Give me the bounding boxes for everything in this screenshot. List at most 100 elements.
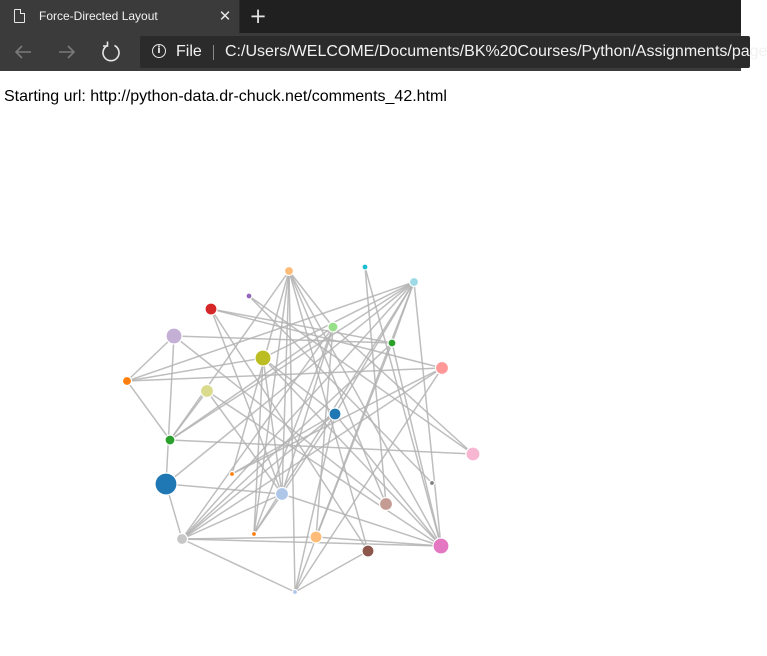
graph-link <box>364 266 442 547</box>
graph-node[interactable] <box>164 434 176 446</box>
graph-link <box>294 413 336 593</box>
graph-link <box>288 270 442 547</box>
graph-node[interactable] <box>387 338 397 348</box>
graph-node[interactable] <box>361 263 369 271</box>
tab-force-directed-layout[interactable]: Force-Directed Layout ✕ <box>0 0 240 33</box>
graph-link <box>253 326 334 535</box>
graph-link <box>126 335 175 382</box>
graph-link <box>262 357 442 547</box>
graph-link <box>165 281 415 485</box>
graph-link <box>248 295 474 455</box>
address-url[interactable]: C:/Users/WELCOME/Documents/BK%20Courses/… <box>225 43 767 60</box>
graph-node[interactable] <box>245 292 253 300</box>
refresh-button[interactable] <box>97 38 125 66</box>
graph-link <box>294 550 369 593</box>
graph-link <box>253 357 264 535</box>
graph-link <box>181 538 442 547</box>
tab-bar: Force-Directed Layout ✕ + <box>0 0 741 33</box>
address-bar[interactable]: i File C:/Users/WELCOME/Documents/BK%20C… <box>140 36 767 68</box>
graph-node[interactable] <box>309 530 323 544</box>
graph-link <box>210 308 369 552</box>
graph-link <box>288 270 369 552</box>
graph-link <box>210 308 393 344</box>
graph-link <box>181 281 415 540</box>
graph-link <box>165 335 175 485</box>
graph-nodes <box>121 263 481 596</box>
graph-link <box>294 367 443 593</box>
back-arrow-icon <box>14 45 31 59</box>
graph-link <box>391 342 442 547</box>
graph-link <box>181 536 317 540</box>
graph-node[interactable] <box>434 360 450 376</box>
graph-link <box>332 326 474 455</box>
starting-url-text: Starting url: http://python-data.dr-chuc… <box>4 88 447 105</box>
back-button[interactable] <box>9 38 37 66</box>
graph-link <box>262 357 336 415</box>
graph-link <box>231 270 290 475</box>
graph-links <box>126 266 474 593</box>
graph-link <box>181 326 334 540</box>
graph-node[interactable] <box>250 530 258 538</box>
graph-link <box>181 342 393 540</box>
info-icon[interactable]: i <box>152 44 166 58</box>
graph-node[interactable] <box>274 486 290 502</box>
graph-node[interactable] <box>165 327 183 345</box>
graph-link <box>165 483 283 495</box>
forward-button[interactable] <box>53 38 81 66</box>
forward-arrow-icon <box>59 45 76 59</box>
navigation-bar: i File C:/Users/WELCOME/Documents/BK%20C… <box>0 33 767 71</box>
close-icon[interactable]: ✕ <box>218 7 232 25</box>
tab-title: Force-Directed Layout <box>39 9 158 23</box>
force-directed-graph <box>121 263 481 596</box>
graph-link <box>262 281 415 359</box>
graph-link <box>181 367 443 540</box>
graph-link <box>169 390 208 441</box>
graph-node[interactable] <box>199 383 215 399</box>
graph-link <box>169 326 334 441</box>
graph-link <box>169 281 415 441</box>
graph-link <box>413 281 442 547</box>
graph-node[interactable] <box>408 276 420 288</box>
graph-node[interactable] <box>121 375 133 387</box>
graph-node[interactable] <box>361 544 375 558</box>
scheme-label: File <box>176 43 202 60</box>
graph-link <box>231 367 443 475</box>
graph-link <box>181 413 336 540</box>
refresh-icon <box>102 41 120 62</box>
graph-link <box>210 308 443 369</box>
graph-link <box>262 357 283 495</box>
graph-link <box>315 536 442 547</box>
graph-node[interactable] <box>432 537 450 555</box>
graph-node[interactable] <box>291 588 299 596</box>
graph-node[interactable] <box>327 321 339 333</box>
graph-link <box>206 390 283 495</box>
graph-link <box>181 538 296 593</box>
graph-link <box>281 493 442 547</box>
graph-link <box>126 380 171 441</box>
graph-node[interactable] <box>154 472 178 496</box>
graph-node[interactable] <box>204 302 218 316</box>
graph-link <box>253 493 283 535</box>
graph-node[interactable] <box>465 446 481 462</box>
graph-node[interactable] <box>254 349 272 367</box>
graph-link <box>210 308 283 495</box>
graph-link <box>231 413 336 475</box>
graph-link <box>173 335 387 505</box>
graph-link <box>315 326 334 538</box>
divider <box>213 45 214 60</box>
graph-link <box>281 413 336 495</box>
graph-node[interactable] <box>175 532 189 546</box>
new-tab-button[interactable]: + <box>249 4 267 28</box>
graph-link <box>126 281 415 382</box>
graph-node[interactable] <box>283 265 295 277</box>
graph-link <box>181 493 283 540</box>
graph-node[interactable] <box>378 496 394 512</box>
graph-node[interactable] <box>428 479 436 487</box>
graph-link <box>126 357 264 382</box>
graph-link <box>288 270 334 328</box>
page-icon <box>14 8 26 23</box>
page-content: Starting url: http://python-data.dr-chuc… <box>0 71 741 656</box>
graph-node[interactable] <box>228 470 236 478</box>
graph-node[interactable] <box>328 407 342 421</box>
graph-link <box>173 335 393 344</box>
